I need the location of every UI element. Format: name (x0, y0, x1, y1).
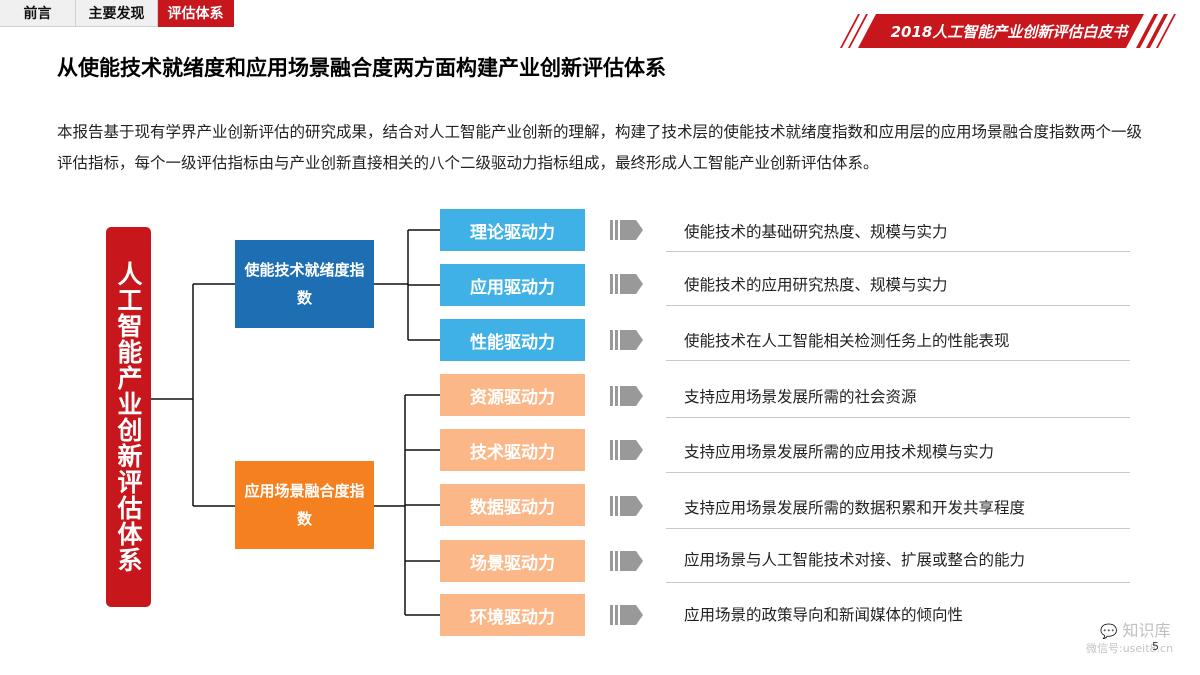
driver-data: 数据驱动力 (440, 484, 585, 526)
driver-description: 支持应用场景发展所需的社会资源 (684, 388, 917, 406)
driver-technology: 技术驱动力 (440, 429, 585, 471)
arrow-tag-icon (610, 330, 643, 350)
index-enabling-tech: 使能技术就绪度指数 (235, 240, 374, 328)
arrow-tag-icon (610, 605, 643, 625)
row-divider (666, 251, 1130, 252)
driver-environment: 环境驱动力 (440, 594, 585, 636)
driver-description: 应用场景的政策导向和新闻媒体的倾向性 (684, 606, 964, 624)
arrow-tag-icon (610, 440, 643, 460)
driver-description: 应用场景与人工智能技术对接、扩展或整合的能力 (684, 551, 1026, 569)
arrow-tag-icon (610, 220, 643, 240)
arrow-tag-icon (610, 274, 643, 294)
driver-theory: 理论驱动力 (440, 209, 585, 251)
report-banner: 2018人工智能产业创新评估白皮书 (836, 14, 1186, 48)
watermark-account: 微信号:useit8.cn (1086, 642, 1174, 655)
driver-scenario: 场景驱动力 (440, 540, 585, 582)
tab-key-findings[interactable]: 主要发现 (76, 0, 158, 27)
row-divider (666, 582, 1130, 583)
root-node: 人工智能产业创新评估体系 (106, 227, 151, 607)
row-divider (666, 417, 1130, 418)
root-label: 人工智能产业创新评估体系 (114, 261, 143, 573)
index-scenario-fusion: 应用场景融合度指数 (235, 461, 374, 549)
row-divider (666, 360, 1130, 361)
banner-shape (840, 14, 1176, 48)
tab-evaluation-system[interactable]: 评估体系 (158, 0, 234, 27)
wechat-icon: 💬 (1100, 624, 1118, 640)
tab-preface[interactable]: 前言 (0, 0, 76, 27)
driver-description: 支持应用场景发展所需的应用技术规模与实力 (684, 443, 995, 461)
driver-description: 使能技术的应用研究热度、规模与实力 (684, 276, 948, 294)
page-number: 5 (1152, 640, 1159, 653)
row-divider (666, 472, 1130, 473)
watermark-label: 知识库 (1122, 621, 1171, 640)
driver-description: 支持应用场景发展所需的数据积累和开发共享程度 (684, 499, 1026, 517)
intro-paragraph: 本报告基于现有学界产业创新评估的研究成果，结合对人工智能产业创新的理解，构建了技… (57, 123, 1143, 172)
arrow-tag-icon (610, 386, 643, 406)
driver-description: 使能技术在人工智能相关检测任务上的性能表现 (684, 332, 1010, 350)
row-divider (666, 305, 1130, 306)
driver-resource: 资源驱动力 (440, 374, 585, 416)
watermark-title: 💬 知识库 (1100, 617, 1171, 641)
arrow-tag-icon (610, 496, 643, 516)
driver-description: 使能技术的基础研究热度、规模与实力 (684, 223, 948, 241)
row-divider (666, 528, 1130, 529)
arrow-tag-icon (610, 551, 643, 571)
page-title: 从使能技术就绪度和应用场景融合度两方面构建产业创新评估体系 (57, 56, 666, 80)
section-tabs: 前言 主要发现 评估体系 (0, 0, 234, 27)
driver-performance: 性能驱动力 (440, 319, 585, 361)
banner-title: 2018人工智能产业创新评估白皮书 (890, 22, 1128, 41)
driver-application: 应用驱动力 (440, 264, 585, 306)
